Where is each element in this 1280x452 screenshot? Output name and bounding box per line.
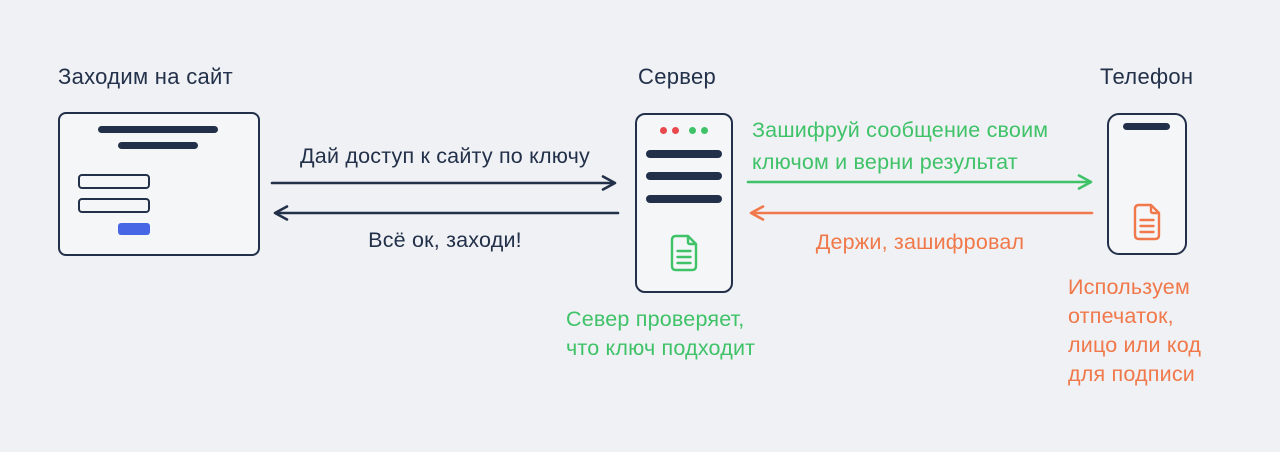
- message-site-request: Дай доступ к сайту по ключу: [300, 144, 590, 168]
- server-status-dots: [637, 127, 731, 134]
- document-icon: [1133, 203, 1161, 241]
- status-dot: [689, 127, 696, 134]
- server-illustration: [635, 113, 733, 293]
- browser-label: Заходим на сайт: [58, 64, 233, 89]
- phone-label: Телефон: [1100, 64, 1194, 89]
- login-input: [78, 174, 150, 189]
- password-input: [78, 198, 150, 213]
- server-rack-bar: [646, 150, 722, 158]
- arrow-site-request: [270, 175, 617, 191]
- phone-illustration: [1107, 113, 1187, 255]
- message-encrypt-response: Держи, зашифровал: [815, 230, 1025, 254]
- login-button: [118, 223, 150, 235]
- server-rack-bar: [646, 195, 722, 203]
- server-caption: Север проверяет, что ключ подходит: [566, 307, 756, 360]
- document-icon: [670, 234, 698, 272]
- arrow-encrypt-request: [746, 174, 1093, 190]
- phone-speaker-bar: [1123, 123, 1170, 130]
- server-label: Сервер: [638, 64, 717, 89]
- arrow-encrypt-response: [749, 205, 1094, 221]
- arrow-site-response: [273, 205, 620, 221]
- browser-window-illustration: [58, 112, 260, 256]
- server-rack-bar: [646, 172, 722, 180]
- status-dot: [701, 127, 708, 134]
- phone-caption: Используем отпечаток, лицо или код для п…: [1068, 275, 1202, 386]
- message-site-response: Всё ок, заходи!: [368, 228, 522, 252]
- status-dot: [672, 127, 679, 134]
- status-dot: [660, 127, 667, 134]
- site-subtitle-bar: [118, 142, 198, 149]
- site-title-bar: [98, 126, 218, 133]
- message-encrypt-request: Зашифруй сообщение своим ключом и верни …: [752, 118, 1049, 174]
